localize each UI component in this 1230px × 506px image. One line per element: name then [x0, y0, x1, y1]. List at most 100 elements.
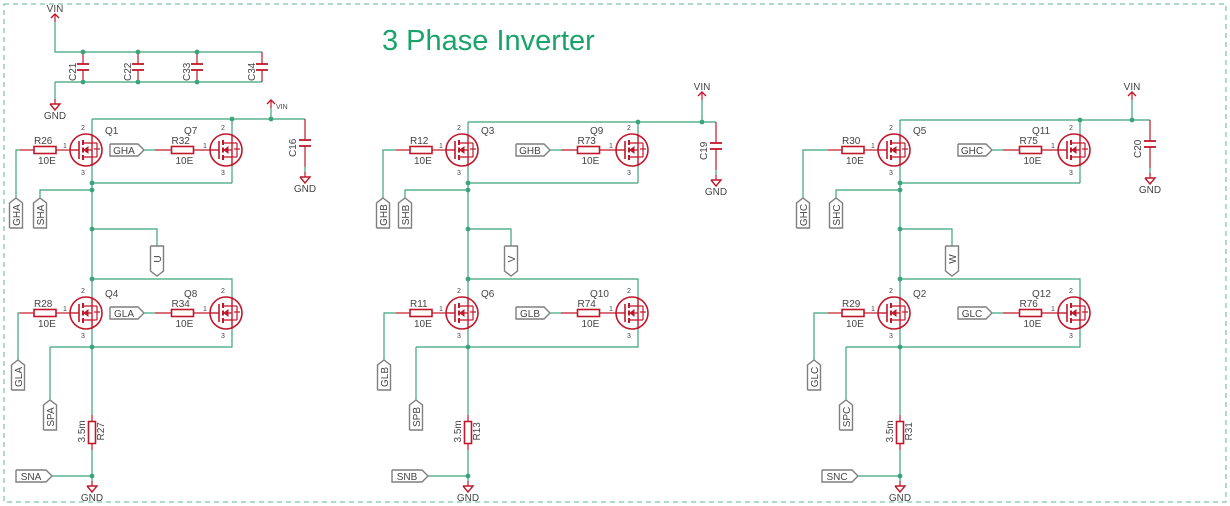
resistor-reference: R34: [172, 299, 191, 310]
mosfet-arrow: [629, 146, 635, 154]
pin-number: 1: [203, 143, 207, 150]
resistor-body: [895, 420, 905, 445]
pin-number: 3: [81, 170, 85, 177]
pin-number: 1: [871, 143, 875, 150]
net-port-label: GLA: [14, 367, 25, 387]
mosfet-arrow: [83, 146, 89, 154]
ground-label: GND: [889, 493, 911, 504]
ground-triangle: [894, 485, 907, 494]
resistor: R29 10E: [828, 299, 878, 330]
junction-dot: [229, 116, 235, 122]
ground-symbol: GND: [705, 175, 727, 198]
capacitor: C21: [68, 52, 89, 82]
resistor-value: 10E: [846, 319, 864, 330]
wire: [835, 189, 900, 198]
wire: [50, 329, 233, 348]
sheet-frame: [3, 3, 1227, 503]
net-port-label: SHB: [401, 204, 412, 225]
pin-number: 1: [871, 306, 875, 313]
net-port-flag: [375, 197, 391, 229]
resistor-value: 10E: [176, 319, 194, 330]
junction-dot: [897, 276, 903, 282]
junction-dot: [268, 116, 274, 122]
ground-triangle: [1144, 177, 1157, 186]
resistor-reference: R29: [842, 299, 861, 310]
mosfet-reference: Q1: [105, 126, 119, 137]
capacitor-reference: C16: [288, 138, 299, 157]
net-port-label: SNC: [826, 472, 847, 483]
net-port: SNC: [821, 469, 859, 483]
pin-number: 3: [627, 333, 631, 340]
junction-dot: [465, 473, 471, 479]
net-port-flag: [821, 469, 859, 483]
capacitor-reference: C19: [699, 141, 710, 160]
pin-number: 2: [627, 125, 631, 132]
resistor-reference: R26: [34, 136, 53, 147]
mosfet-reference: Q12: [1032, 289, 1051, 300]
net-port: GLC: [806, 359, 822, 391]
wire: [802, 149, 828, 198]
pin-number: 1: [1051, 306, 1055, 313]
net-port-flag: [149, 245, 165, 277]
pin-number: 2: [1069, 288, 1073, 295]
net-port: GLC: [957, 306, 993, 320]
mosfet-reference: Q4: [105, 289, 119, 300]
net-port: V: [503, 245, 519, 277]
ground-triangle: [49, 103, 62, 112]
net-port-label: GHC: [961, 146, 983, 157]
mosfet-arrow: [629, 309, 635, 317]
net-port: GLB: [515, 306, 551, 320]
resistor-body: [1018, 145, 1043, 155]
wire: [468, 228, 512, 246]
mosfet-reference: Q11: [1032, 126, 1051, 137]
pin-number: 1: [609, 143, 613, 150]
net-port-flag: [944, 245, 960, 277]
ground-symbol: GND: [81, 481, 103, 504]
mosfet-arrow: [223, 309, 229, 317]
vin-arrow: [50, 13, 60, 19]
resistor-reference: R74: [578, 299, 597, 310]
wire: [92, 278, 233, 297]
pin-number: 3: [627, 170, 631, 177]
wire: [846, 329, 1081, 348]
pin-number: 1: [203, 306, 207, 313]
vin-label: VIN: [694, 82, 711, 93]
capacitor: C20: [1133, 120, 1156, 168]
net-port-label: SPA: [46, 407, 57, 427]
vin-symbol: VIN: [47, 4, 63, 22]
net-port-label: SPB: [412, 407, 423, 427]
pin-number: 1: [63, 306, 67, 313]
pin-number: 3: [81, 333, 85, 340]
mosfet-arrow: [1071, 309, 1077, 317]
junction-dot: [897, 344, 903, 350]
mosfet-reference: Q3: [481, 126, 495, 137]
net-port-flag: [795, 197, 811, 229]
junction-dot: [194, 49, 200, 55]
net-port: SHA: [32, 197, 48, 229]
pin-number: 1: [63, 143, 67, 150]
net-port-label: SNB: [397, 472, 418, 483]
resistor-body: [33, 308, 57, 318]
junction-dot: [897, 226, 903, 232]
pin-number: 3: [889, 333, 893, 340]
junction-dot: [1077, 117, 1083, 123]
shunt-reference: R13: [472, 422, 483, 441]
junction-dot: [465, 226, 471, 232]
pin-number: 3: [221, 170, 225, 177]
junction-dot: [635, 119, 641, 125]
resistor-body: [463, 420, 473, 445]
net-port-label: SNA: [21, 472, 42, 483]
net-port: GHA: [109, 143, 145, 157]
net-port-flag: [408, 399, 424, 431]
ground-triangle: [86, 485, 99, 494]
ground-label: GND: [44, 111, 66, 122]
mosfet-arrow: [83, 309, 89, 317]
